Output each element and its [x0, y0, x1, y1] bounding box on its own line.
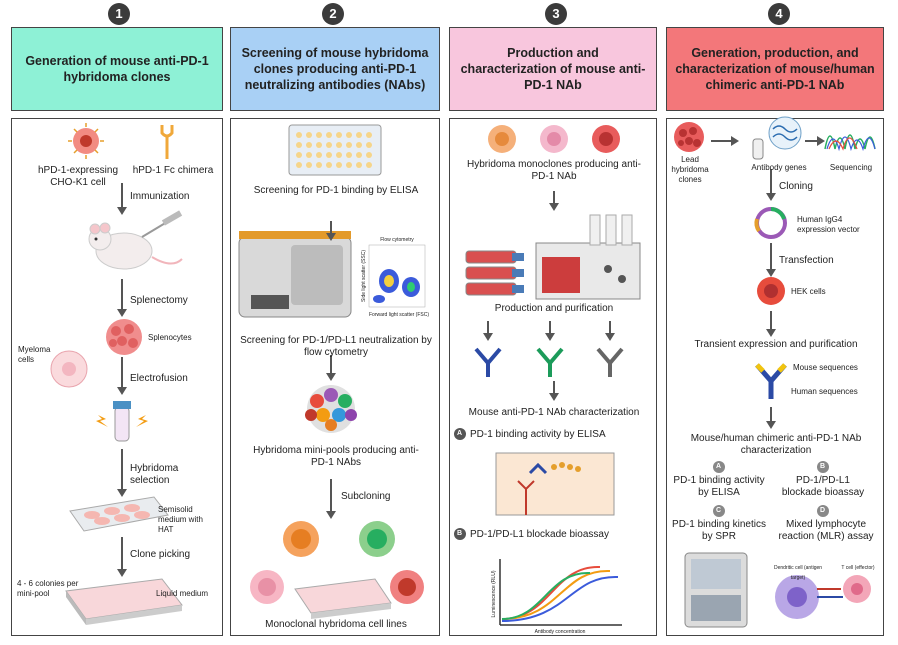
- panel-step-2: Screening for PD-1 binding by ELISA Flow…: [230, 118, 440, 636]
- assay-b-letter-4: B: [820, 463, 826, 470]
- colonies-label: 4 - 6 colonies per mini-pool: [17, 579, 79, 598]
- cho-cell-label: hPD-1-expressing CHO-K1 cell: [37, 165, 119, 188]
- cell-lines-label: Monoclonal hybridoma cell lines: [265, 619, 407, 630]
- immunization-label: Immunization: [130, 191, 190, 202]
- header-step-4: Generation, production, and characteriza…: [666, 27, 884, 111]
- bioreactor-icon: [535, 214, 641, 300]
- spr-instrument-icon: [684, 552, 748, 628]
- assay-b-label-4: PD-1/PD-L1 blockade bioassay: [781, 475, 865, 498]
- lead-clones-label: Lead hybridoma clones: [671, 155, 709, 184]
- dna-tube-icon: [752, 116, 802, 160]
- flow-plot-title: Flow cytometry: [380, 237, 414, 243]
- mouse-icon: [88, 210, 183, 270]
- assay-a-label-4: PD-1 binding activity by ELISA: [673, 475, 765, 498]
- clone-picking-label: Clone picking: [130, 549, 191, 560]
- splenocytes-icon: [106, 319, 142, 355]
- plasmid-vector-icon: [754, 207, 787, 239]
- culture-plate-icon: [69, 496, 169, 532]
- flasks-icon: [465, 250, 524, 296]
- sequencing-icon: [824, 134, 876, 152]
- flow-cytometer-icon: [238, 231, 352, 318]
- antibody-green-icon: [536, 347, 564, 377]
- assay-a-label: PD-1 binding activity by ELISA: [470, 429, 606, 440]
- assay-c-label-4: PD-1 binding kinetics by SPR: [672, 519, 766, 542]
- subcloning-label: Subcloning: [341, 491, 391, 502]
- x-axis-label: Antibody concentration: [534, 629, 586, 635]
- elisa-plate-icon: [288, 124, 382, 176]
- monoclones-label: Hybridoma monoclones producing anti-PD-1…: [467, 159, 641, 182]
- header-step-1: Generation of mouse anti-PD-1 hybridoma …: [11, 27, 223, 111]
- panel-step-1: hPD-1-expressing CHO-K1 cell hPD-1 Fc ch…: [11, 118, 223, 636]
- panel-3-graphics: [454, 125, 641, 626]
- antibody-grey-icon: [596, 347, 624, 377]
- chimeric-characterization-label: Mouse/human chimeric anti-PD-1 NAb chara…: [690, 433, 862, 456]
- t-cell-label: T cell (effector): [841, 565, 875, 571]
- mlr-assay-icon: [775, 575, 871, 619]
- well-plate-icon: [65, 578, 183, 625]
- step-number-1: 1: [108, 3, 130, 25]
- panel-2-graphics: [238, 124, 426, 619]
- myeloma-label: Myeloma cells: [18, 345, 51, 364]
- elisa-screening-label: Screening for PD-1 binding by ELISA: [253, 185, 419, 196]
- assay-a-letter-4: A: [716, 463, 722, 470]
- human-sequences-label: Human sequences: [791, 387, 858, 396]
- cloning-label: Cloning: [779, 181, 813, 192]
- hybridoma-selection-label: Hybridoma selection: [130, 463, 179, 486]
- panel-4-graphics: [674, 116, 876, 628]
- assay-d-letter-4: D: [820, 507, 826, 514]
- header-step-2: Screening of mouse hybridoma clones prod…: [230, 27, 440, 111]
- assay-d-label-4: Mixed lymphocyte reaction (MLR) assay: [778, 519, 874, 542]
- hek-cell-icon: [757, 277, 785, 305]
- subclone-cells-icon: [250, 521, 424, 619]
- step-number-4: 4: [768, 3, 790, 25]
- assay-a-letter: A: [457, 430, 463, 437]
- panel-step-4: Lead hybridoma clones Antibody genes Seq…: [666, 116, 884, 636]
- dc-cell-label: Dendritic cell (antigen target): [773, 565, 823, 581]
- vector-label: Human IgG4 expression vector: [797, 215, 860, 234]
- step-number-3: 3: [545, 3, 567, 25]
- assay-c-letter-4: C: [716, 507, 722, 514]
- assay-b-label: PD-1/PD-L1 blockade bioassay: [470, 529, 609, 540]
- transfection-label: Transfection: [779, 255, 834, 266]
- minipool-cells-icon: [305, 385, 357, 433]
- sequencing-label: Sequencing: [829, 163, 873, 172]
- electrofusion-tube-icon: [96, 401, 148, 442]
- flow-plot-icon: [368, 244, 426, 308]
- transient-expression-label: Transient expression and purification: [694, 339, 858, 350]
- y-axis-label: Luminescence (RLU): [491, 570, 497, 618]
- panel-1-graphics: [50, 123, 183, 625]
- hek-cells-label: HEK cells: [791, 287, 826, 296]
- blockade-curve-chart: [499, 559, 622, 626]
- myeloma-cell-icon: [50, 350, 88, 388]
- panel-step-3: Hybridoma monoclones producing anti-PD-1…: [449, 118, 657, 636]
- splenectomy-label: Splenectomy: [130, 295, 188, 306]
- liquid-medium-label: Liquid medium: [156, 589, 209, 598]
- flow-plot-xlabel: Forward light scatter (FSC): [369, 312, 430, 318]
- splenocytes-label: Splenocytes: [148, 333, 192, 342]
- semisolid-label: Semisolid medium with HAT: [158, 505, 203, 534]
- minipools-label: Hybridoma mini-pools producing anti-PD-1…: [253, 445, 419, 468]
- monoclone-cells-icon: [488, 125, 620, 153]
- lead-clones-icon: [674, 122, 704, 152]
- assay-b-letter: B: [457, 530, 463, 537]
- flow-screening-label: Screening for PD-1/PD-L1 neutralization …: [240, 335, 432, 358]
- header-step-3: Production and characterization of mouse…: [449, 27, 657, 111]
- flow-plot-ylabel: Side light scatter (SSC): [361, 250, 367, 302]
- antibody-genes-label: Antibody genes: [751, 163, 807, 172]
- step-number-2: 2: [322, 3, 344, 25]
- antibody-blue-icon: [474, 347, 502, 377]
- chimeric-antibody-icon: [755, 363, 787, 399]
- elisa-well-icon: [495, 452, 615, 516]
- production-label: Production and purification: [494, 303, 614, 314]
- nab-characterization-label: Mouse anti-PD-1 NAb characterization: [468, 407, 640, 418]
- mouse-sequences-label: Mouse sequences: [793, 363, 858, 372]
- fc-chimera-icon: [160, 125, 174, 159]
- electrofusion-label: Electrofusion: [130, 373, 188, 384]
- cho-cell-icon: [68, 123, 104, 159]
- fc-chimera-label: hPD-1 Fc chimera: [132, 165, 214, 176]
